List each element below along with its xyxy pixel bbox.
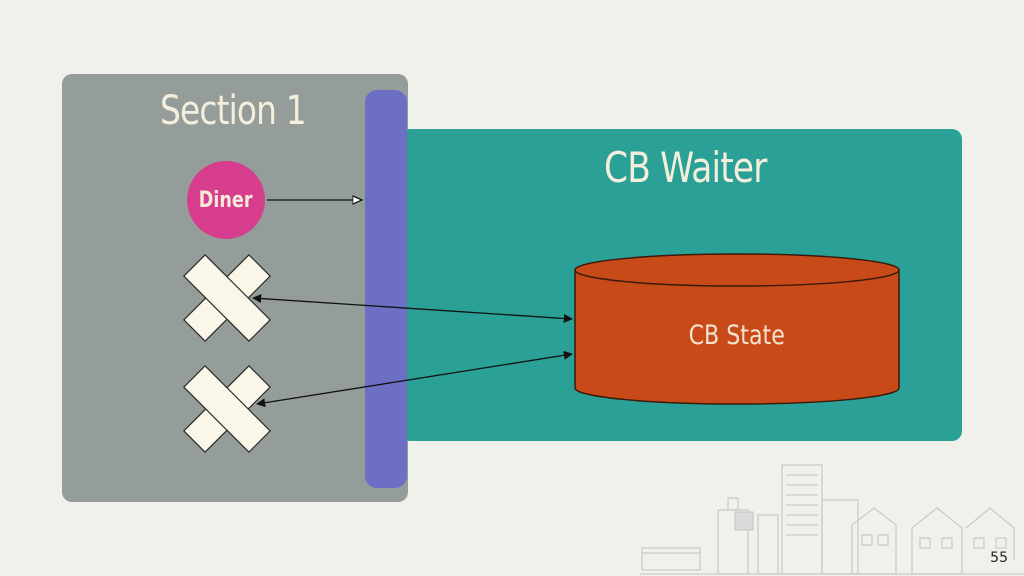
diner-node: Diner (187, 161, 265, 239)
cross2-state-arrow (256, 350, 573, 408)
cb-state-cylinder (574, 253, 900, 405)
slide-page-number: 55 (988, 550, 1010, 566)
cb-waiter-title: CB Waiter (604, 143, 767, 192)
cb-state-label: CB State (575, 320, 899, 351)
section-title: Section 1 (160, 88, 307, 134)
diner-label: Diner (199, 187, 253, 213)
blocked-cross-icon-2 (183, 365, 271, 453)
cb-state-text: CB State (688, 320, 786, 351)
blocked-cross-icon-1 (183, 254, 271, 342)
section-boundary-bar (365, 90, 407, 488)
cross1-state-arrow (252, 293, 573, 324)
city-skyline-illustration (640, 464, 1024, 575)
